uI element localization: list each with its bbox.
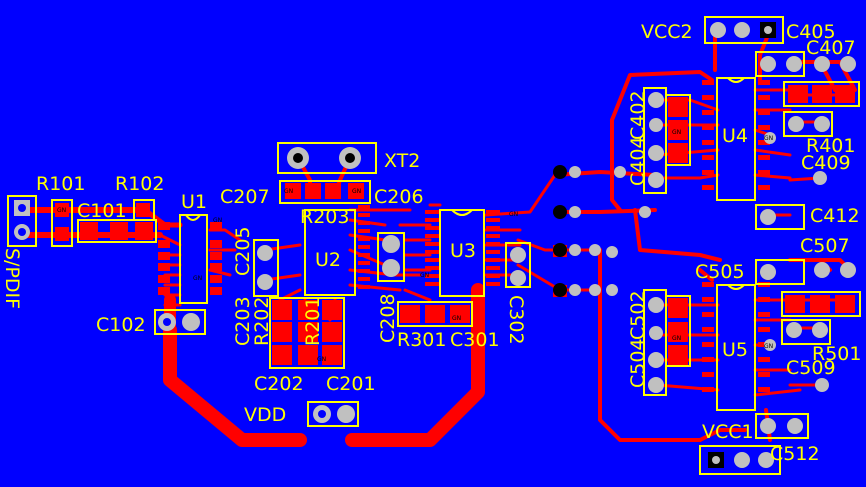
label-c201: C201 xyxy=(326,373,376,395)
label-c207: C207 xyxy=(220,186,270,208)
label-u2: U2 xyxy=(315,249,341,271)
label-r102: R102 xyxy=(115,173,164,195)
label-c206: C206 xyxy=(374,186,424,208)
label-c407: C407 xyxy=(806,37,856,59)
label-c203: C203 xyxy=(232,296,254,346)
label-r101: R101 xyxy=(36,173,85,195)
label-c301: C301 xyxy=(450,329,500,351)
svg-text:GN: GN xyxy=(57,207,66,214)
label-u5: U5 xyxy=(722,339,748,361)
label-c404: C404 xyxy=(627,136,649,186)
label-c509: C509 xyxy=(786,357,836,379)
label-c208: C208 xyxy=(377,293,399,343)
label-c502: C502 xyxy=(627,290,649,340)
label-c202: C202 xyxy=(254,373,304,395)
designator-labels: R101 R102 C101 U1 C102 S/PDIF C207 C206 … xyxy=(1,21,861,465)
label-c409: C409 xyxy=(801,152,851,174)
svg-text:GN: GN xyxy=(672,129,681,136)
label-c504: C504 xyxy=(627,338,649,388)
label-c101: C101 xyxy=(77,200,127,222)
net-marks: GN GN GN GN GN GN GN GN GN GN GN GN GN xyxy=(57,129,773,363)
label-c402: C402 xyxy=(627,90,649,140)
svg-text:GN: GN xyxy=(509,211,518,218)
svg-text:GN: GN xyxy=(672,335,681,342)
label-u3: U3 xyxy=(450,240,476,262)
label-c512: C512 xyxy=(770,443,820,465)
label-r203: R203 xyxy=(300,206,349,228)
svg-text:GN: GN xyxy=(452,315,461,322)
label-vdd: VDD xyxy=(244,404,286,426)
label-c405: C405 xyxy=(786,21,836,43)
svg-text:GN: GN xyxy=(193,275,202,282)
label-c412: C412 xyxy=(810,205,860,227)
label-r301: R301 xyxy=(397,329,446,351)
label-c505: C505 xyxy=(695,261,745,283)
label-vcc2: VCC2 xyxy=(641,21,693,43)
label-u1: U1 xyxy=(181,191,207,213)
label-u4: U4 xyxy=(722,125,748,147)
silkscreen-outlines xyxy=(7,16,861,475)
svg-text:GN: GN xyxy=(420,272,429,279)
through-hole-pads xyxy=(14,22,856,468)
smd-pads xyxy=(55,80,855,392)
label-c302: C302 xyxy=(505,295,527,345)
svg-text:GN: GN xyxy=(352,188,361,195)
label-c205: C205 xyxy=(232,226,254,276)
svg-text:GN: GN xyxy=(213,217,222,224)
label-c507: C507 xyxy=(800,235,850,257)
svg-text:GN: GN xyxy=(317,356,326,363)
label-spdif: S/PDIF xyxy=(1,248,23,309)
label-r401: R401 xyxy=(806,135,855,157)
label-r501: R501 xyxy=(812,343,861,365)
label-r202: R202 xyxy=(251,297,273,346)
label-c102: C102 xyxy=(96,314,146,336)
svg-text:GN: GN xyxy=(764,135,773,142)
label-r201: R201 xyxy=(302,297,324,346)
label-xt2: XT2 xyxy=(384,150,420,172)
svg-text:GN: GN xyxy=(284,188,293,195)
label-vcc1: VCC1 xyxy=(702,421,754,443)
svg-text:GN: GN xyxy=(764,343,773,350)
